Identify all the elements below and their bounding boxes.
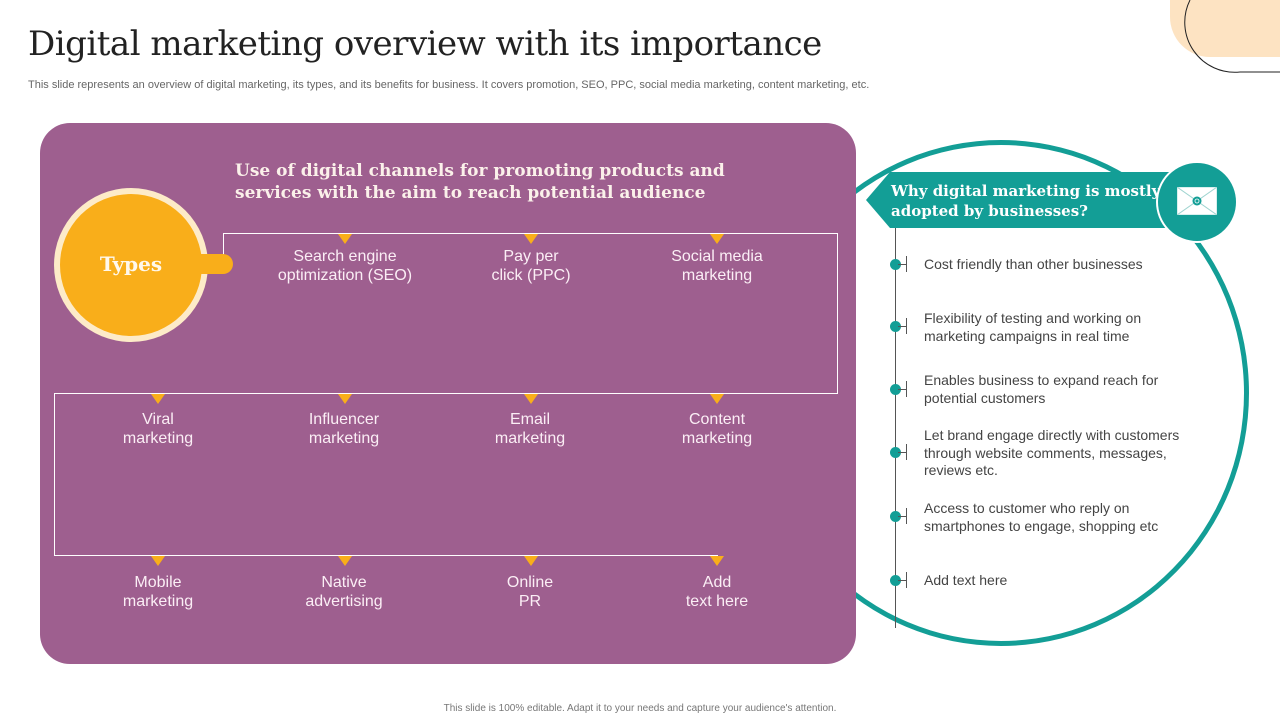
timeline-line	[895, 228, 896, 628]
connector-line	[837, 233, 838, 393]
pointer-triangle	[151, 394, 165, 404]
connector-line	[223, 233, 837, 234]
pointer-triangle	[151, 556, 165, 566]
type-item-seo: Search engine optimization (SEO)	[277, 248, 413, 284]
headline-line-2: services with the aim to reach potential…	[235, 183, 706, 203]
importance-point: Add text here	[924, 572, 1008, 588]
type-item-add-text: Add text here	[685, 574, 749, 610]
pointer-triangle	[710, 234, 724, 244]
type-item-social-media: Social media marketing	[671, 248, 763, 284]
connector-line	[54, 555, 718, 556]
types-hub-label: Types	[99, 252, 163, 276]
pointer-triangle	[338, 556, 352, 566]
connector-line	[54, 393, 55, 555]
pointer-triangle	[524, 234, 538, 244]
pointer-triangle	[338, 394, 352, 404]
corner-decoration	[1170, 0, 1280, 73]
importance-point: Let brand engage directly with customers…	[924, 427, 1180, 478]
importance-point: Enables business to expand reach for pot…	[924, 372, 1159, 406]
page-subtitle: This slide represents an overview of dig…	[28, 79, 870, 91]
importance-point: Flexibility of testing and working on ma…	[924, 310, 1142, 344]
type-item-content: Content marketing	[681, 411, 753, 447]
types-headline: Use of digital channels for promoting pr…	[235, 160, 795, 204]
importance-point: Access to customer who reply on smartpho…	[924, 500, 1159, 534]
pointer-triangle	[710, 556, 724, 566]
pointer-triangle	[524, 556, 538, 566]
types-hub-connector	[196, 254, 233, 274]
importance-point: Cost friendly than other businesses	[924, 256, 1143, 272]
connector-line	[54, 393, 838, 394]
importance-banner	[866, 172, 1186, 228]
type-item-email: Email marketing	[494, 411, 566, 447]
headline-line-1: Use of digital channels for promoting pr…	[235, 161, 725, 181]
types-hub	[60, 194, 202, 336]
type-item-viral: Viral marketing	[122, 411, 194, 447]
type-item-online-pr: Online PR	[506, 574, 554, 610]
type-item-influencer: Influencer marketing	[308, 411, 380, 447]
pointer-triangle	[338, 234, 352, 244]
envelope-icon	[1177, 187, 1217, 215]
pointer-triangle	[710, 394, 724, 404]
type-item-ppc: Pay per click (PPC)	[491, 248, 571, 284]
importance-heading: Why digital marketing is mostly adopted …	[891, 182, 1161, 220]
pointer-triangle	[524, 394, 538, 404]
footer-note: This slide is 100% editable. Adapt it to…	[443, 703, 837, 714]
page-title: Digital marketing overview with its impo…	[28, 24, 822, 64]
connector-line	[223, 233, 224, 257]
type-item-native: Native advertising	[305, 574, 383, 610]
type-item-mobile: Mobile marketing	[122, 574, 194, 610]
